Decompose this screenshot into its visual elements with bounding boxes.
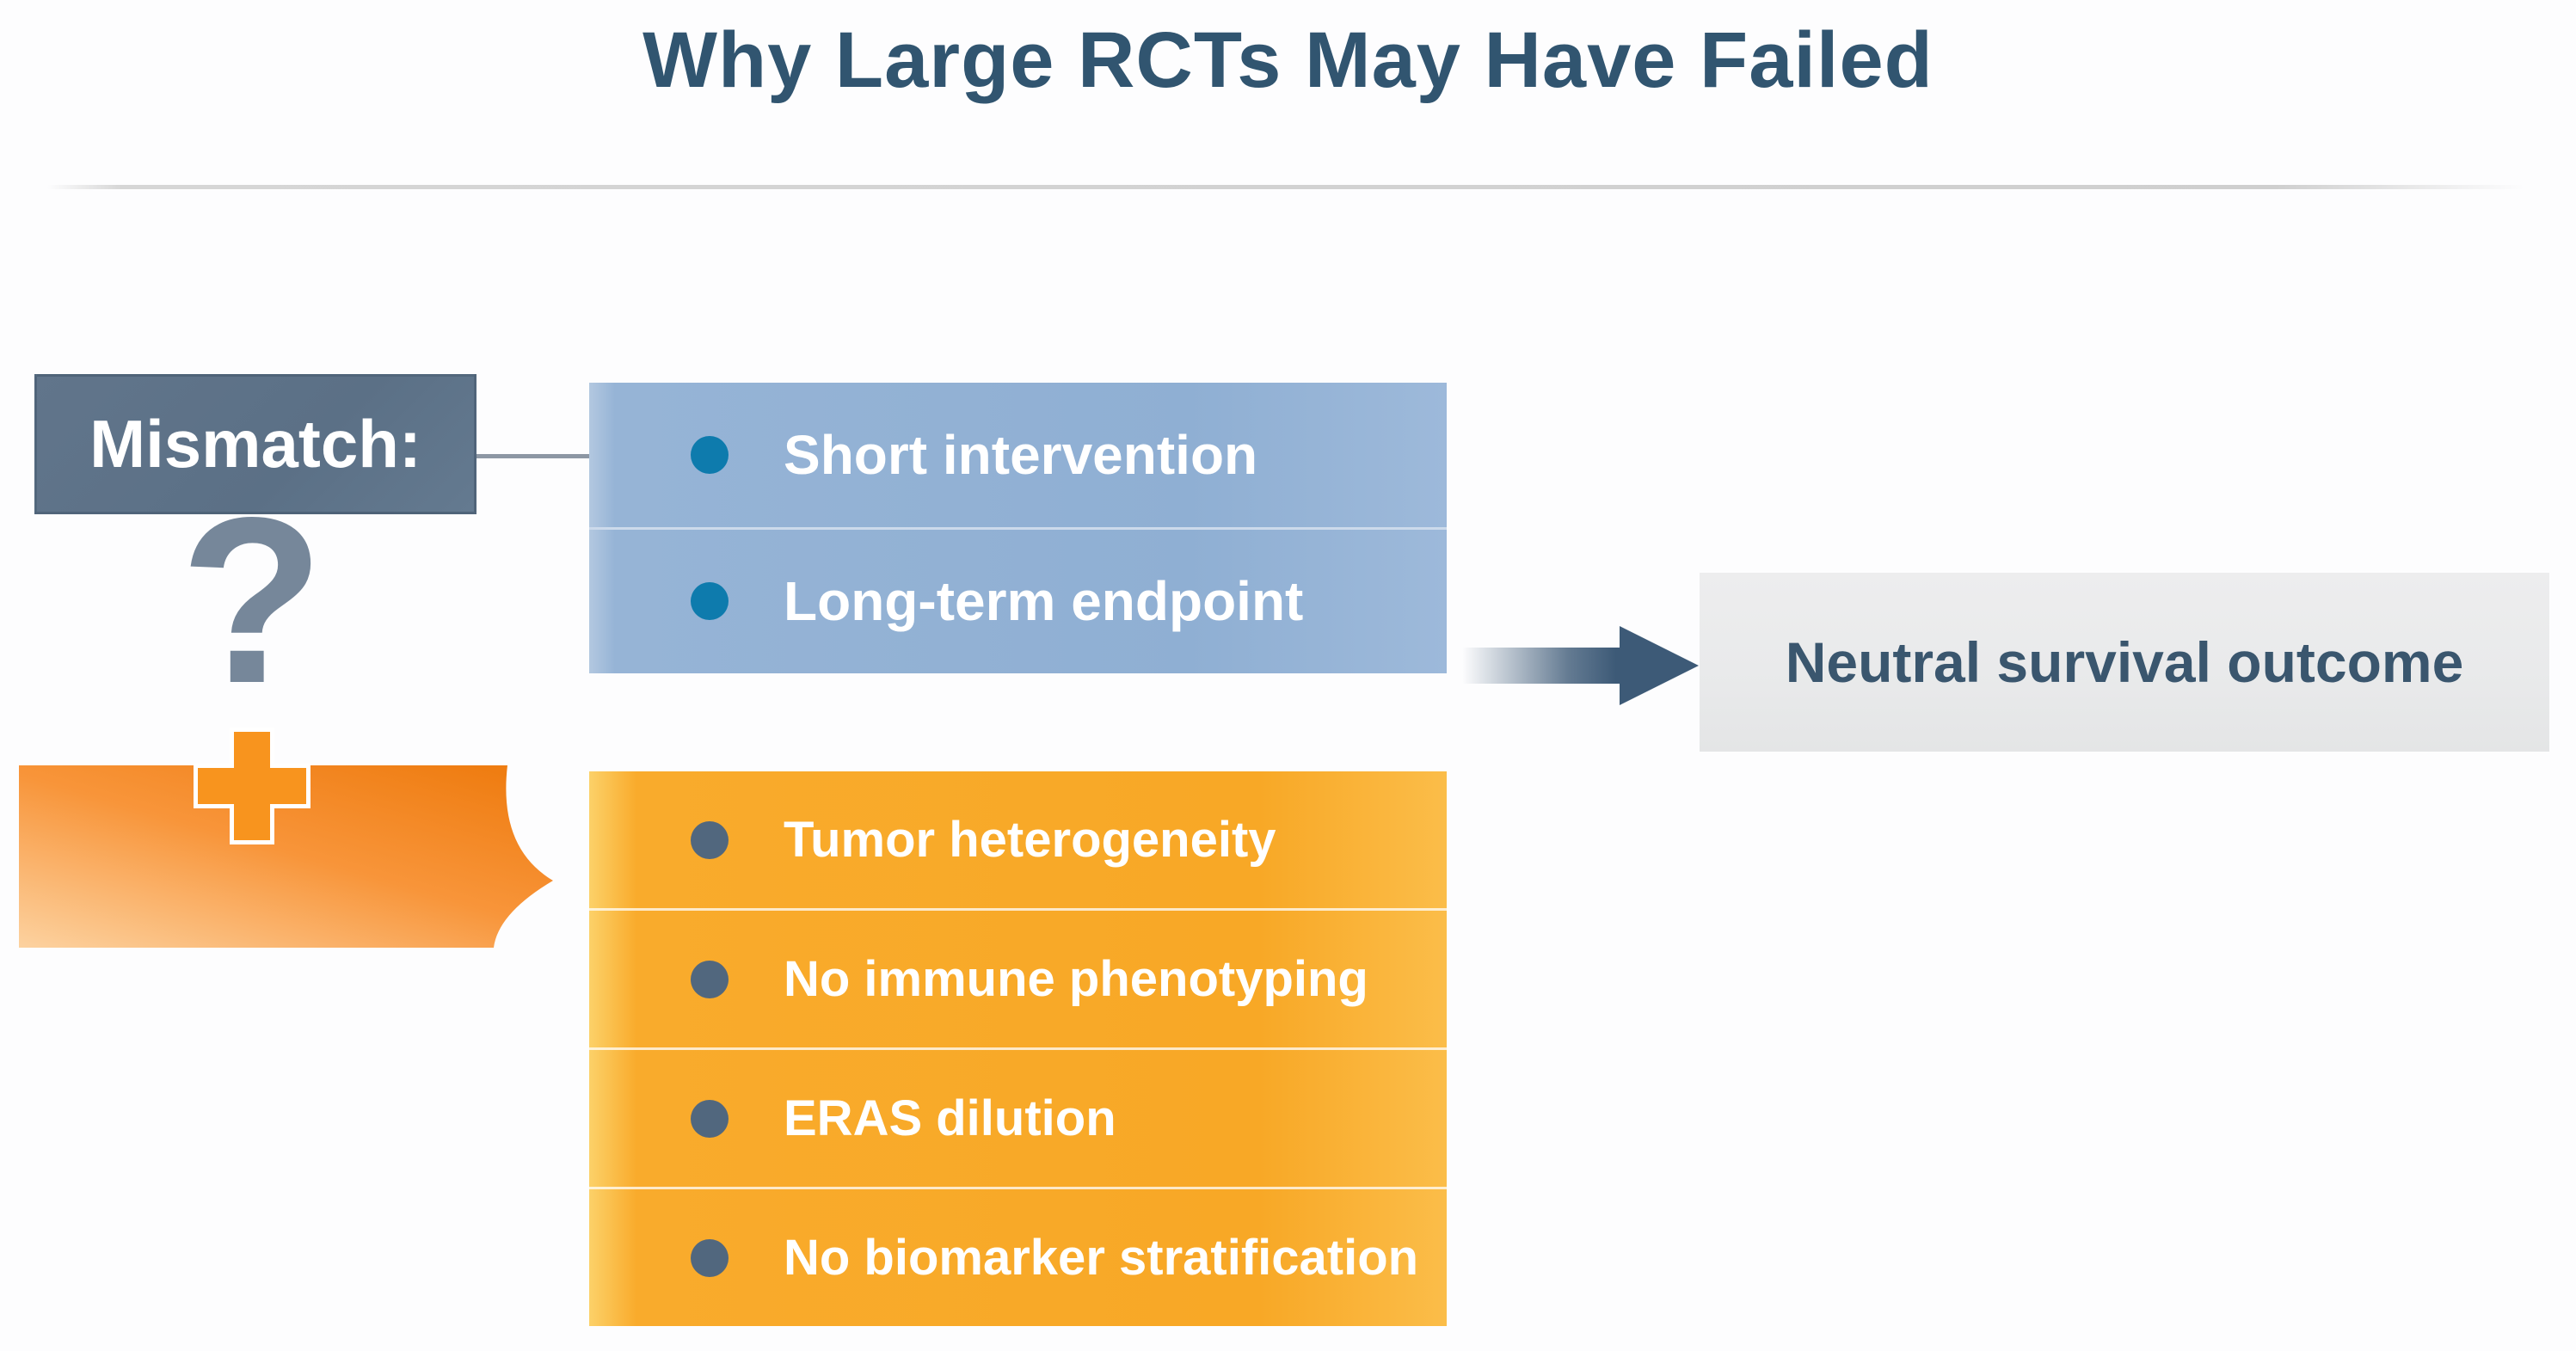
- list-item: Long-term endpoint: [589, 530, 1447, 674]
- ribbon-icon: [19, 765, 553, 948]
- list-item: No immune phenotyping: [589, 911, 1447, 1050]
- biology-factors-box: Tumor heterogeneity No immune phenotypin…: [589, 771, 1447, 1326]
- mismatch-connector-line: [476, 454, 589, 458]
- mismatch-label: Mismatch:: [89, 406, 421, 482]
- bullet-dot-icon: [691, 1099, 729, 1138]
- question-mark-icon: ?: [180, 469, 324, 733]
- list-item: Short intervention: [589, 383, 1447, 530]
- biology-factor-label: Tumor heterogeneity: [784, 812, 1276, 868]
- bullet-dot-icon: [691, 1238, 729, 1277]
- bullet-dot-icon: [691, 820, 729, 859]
- mismatch-label-box: Mismatch:: [34, 374, 476, 514]
- biology-factor-label: No biomarker stratification: [784, 1230, 1419, 1286]
- biology-factor-label: ERAS dilution: [784, 1090, 1116, 1146]
- design-factors-box: Short intervention Long-term endpoint: [589, 383, 1447, 673]
- arrow-icon: [1462, 626, 1699, 705]
- bullet-dot-icon: [691, 435, 729, 474]
- list-item: No biomarker stratification: [589, 1189, 1447, 1326]
- design-factor-label: Long-term endpoint: [784, 570, 1304, 633]
- outcome-label: Neutral survival outcome: [1785, 630, 2464, 694]
- list-item: ERAS dilution: [589, 1050, 1447, 1189]
- outcome-box: Neutral survival outcome: [1700, 573, 2549, 752]
- page-title: Why Large RCTs May Have Failed: [642, 16, 1934, 104]
- design-factor-label: Short intervention: [784, 423, 1258, 486]
- bullet-dot-icon: [691, 582, 729, 621]
- title-divider: [47, 185, 2524, 189]
- plus-icon: [194, 728, 310, 844]
- list-item: Tumor heterogeneity: [589, 771, 1447, 911]
- bullet-dot-icon: [691, 960, 729, 998]
- biology-factor-label: No immune phenotyping: [784, 951, 1368, 1007]
